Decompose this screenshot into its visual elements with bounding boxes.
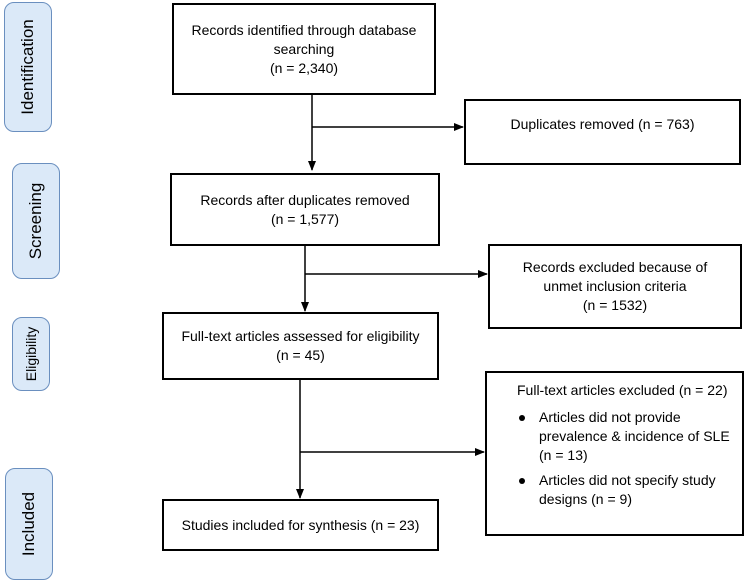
records-excluded-line1: Records excluded because of [522,259,708,275]
fulltext-assessed-line1: Full-text articles assessed for eligibil… [181,328,420,344]
studies-included-box: Studies included for synthesis (n = 23) [162,499,439,551]
fulltext-excluded-box: Full-text articles excluded (n = 22) Art… [485,371,744,536]
phase-eligibility-label: Eligibility [23,326,39,382]
records-excluded-line2: unmet inclusion criteria [543,278,687,294]
records-after-duplicates-count: (n = 1,577) [270,210,340,227]
records-identified-box: Records identified through database sear… [172,3,436,95]
records-excluded-count: (n = 1532) [582,297,648,313]
records-after-duplicates-box: Records after duplicates removed (n = 1,… [170,173,440,246]
duplicates-removed-box: Duplicates removed (n = 763) [464,99,741,165]
records-identified-line2: searching [273,40,335,57]
phase-screening-label: Screening [26,182,45,260]
fulltext-assessed-count: (n = 45) [276,347,325,363]
phase-included: Included [5,468,53,580]
exclusion-reason-item: Articles did not provide prevalence & in… [517,408,732,465]
studies-included-text: Studies included for synthesis (n = 23) [181,516,420,533]
records-identified-count: (n = 2,340) [269,59,339,76]
phase-eligibility: Eligibility [12,317,50,391]
fulltext-assessed-box: Full-text articles assessed for eligibil… [162,312,439,380]
bullet-icon [519,478,525,484]
exclusion-reason-2-line2: designs (n = 9) [539,491,632,507]
exclusion-reason-1-line2: prevalence & incidence of SLE [539,428,730,444]
bullet-icon [519,415,525,421]
phase-identification-label: Identification [18,19,37,115]
exclusion-reason-item: Articles did not specify study designs (… [517,471,732,509]
exclusion-reason-1-line1: Articles did not provide [539,409,681,425]
fulltext-excluded-heading: Full-text articles excluded (n = 22) [517,382,728,398]
exclusion-reason-1-line3: (n = 13) [539,447,588,463]
duplicates-removed-text: Duplicates removed (n = 763) [510,116,695,132]
phase-included-label: Included [19,491,38,557]
records-identified-line1: Records identified through database [191,21,417,38]
records-excluded-box: Records excluded because of unmet inclus… [488,244,742,329]
records-after-duplicates-line1: Records after duplicates removed [200,191,410,208]
phase-screening: Screening [12,163,60,279]
exclusion-reasons-list: Articles did not provide prevalence & in… [517,408,732,509]
phase-identification: Identification [4,2,52,132]
exclusion-reason-2-line1: Articles did not specify study [539,472,716,488]
